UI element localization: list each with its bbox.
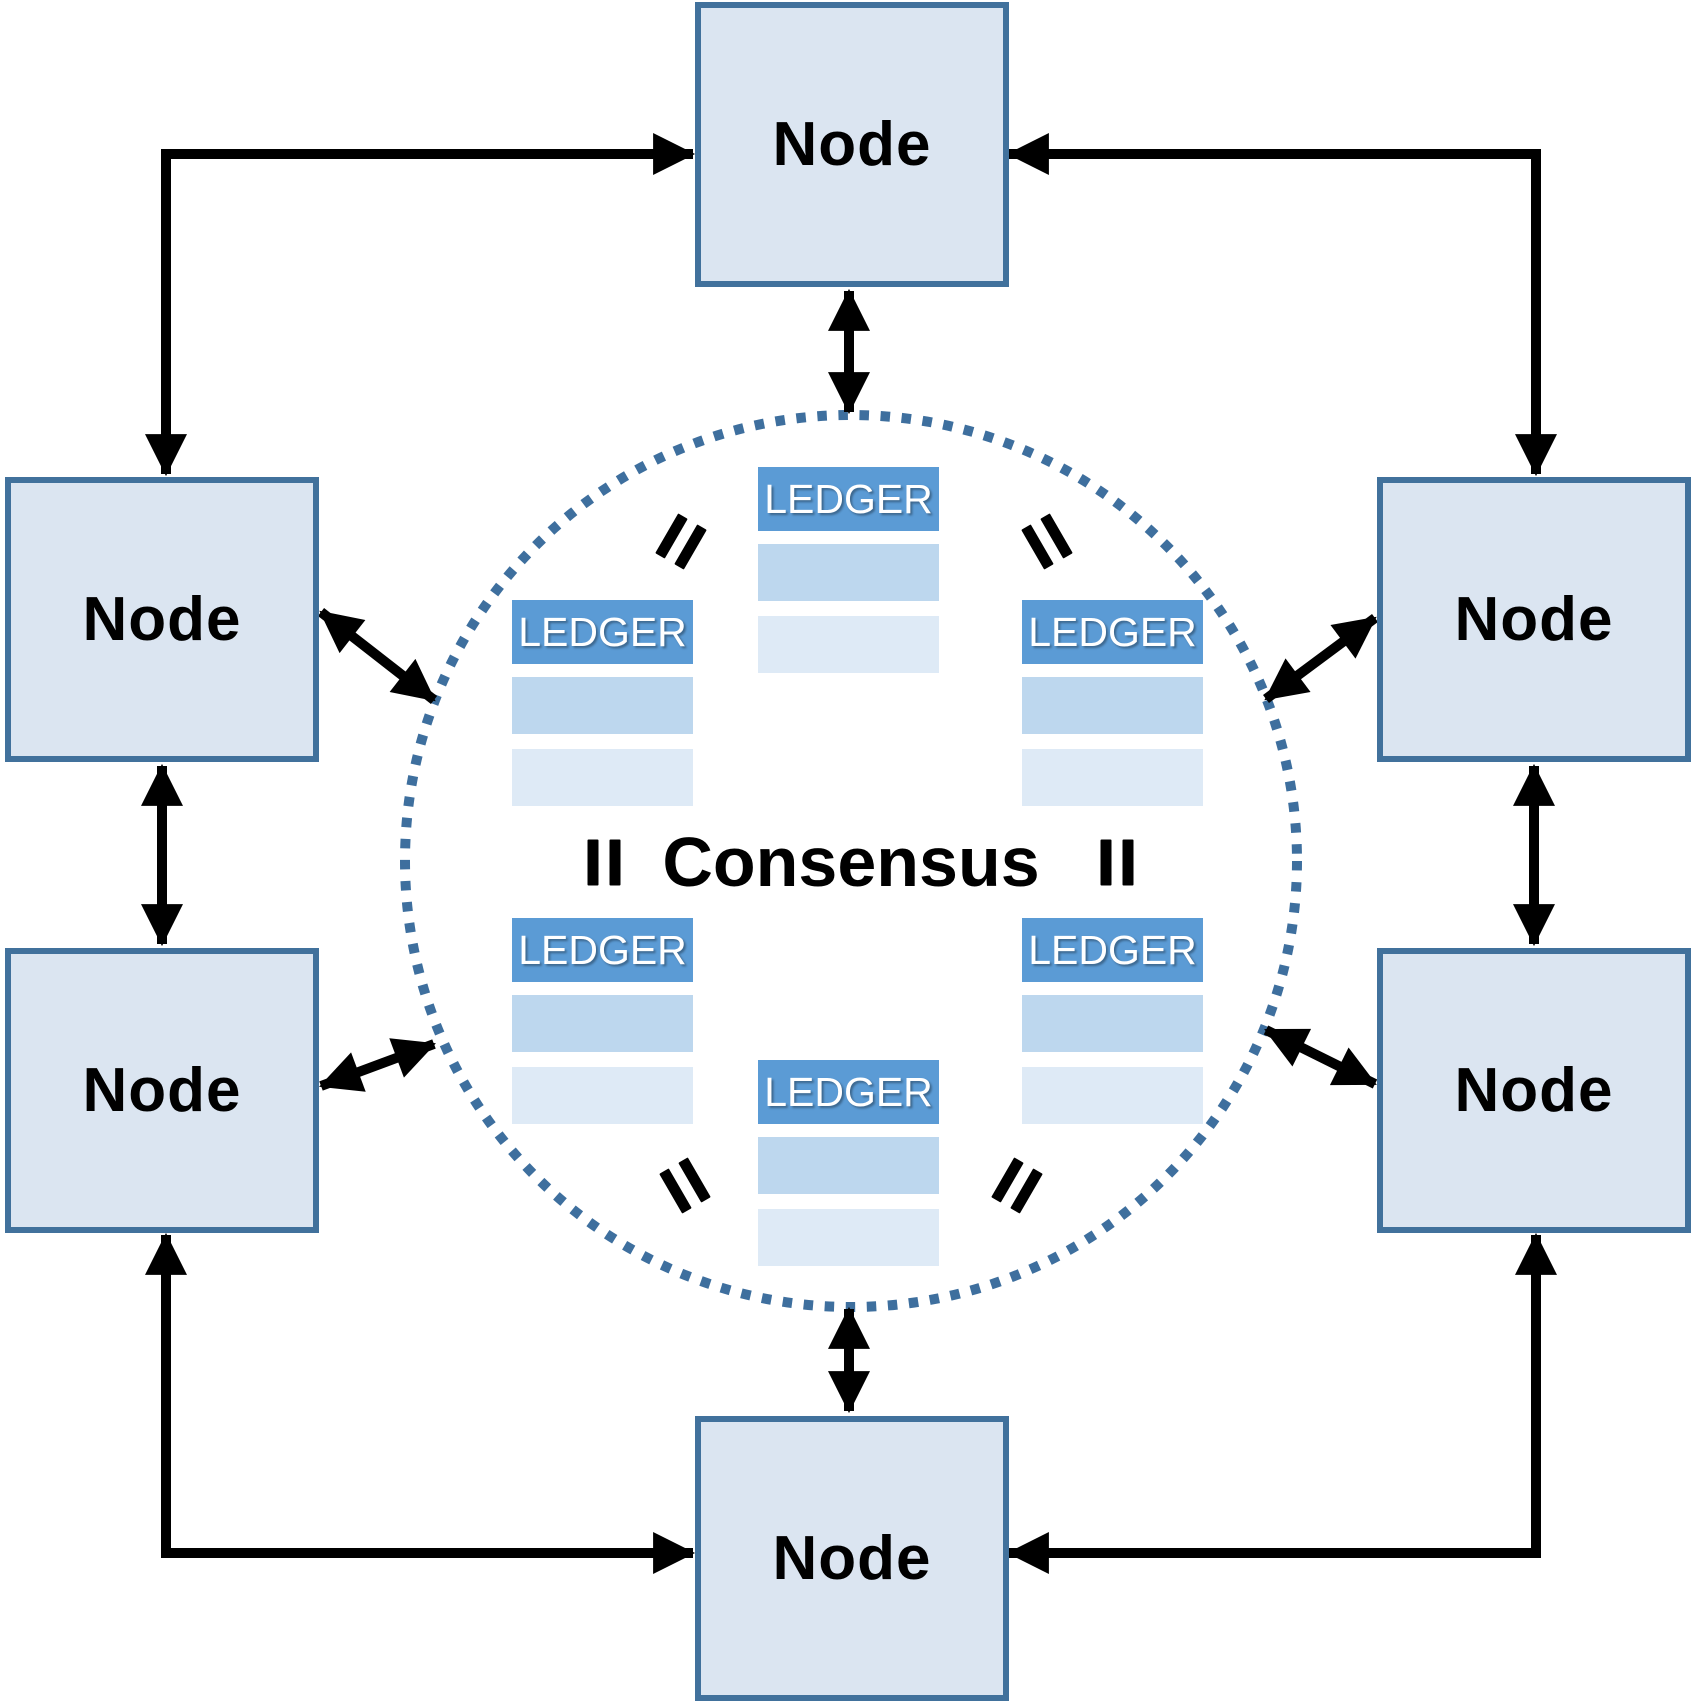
ledger-header: LEDGER: [512, 600, 693, 664]
ledger-header: LEDGER: [1022, 600, 1203, 664]
node-label: Node: [772, 1524, 932, 1593]
ledger-row: [758, 1209, 939, 1266]
node-label: Node: [82, 585, 242, 654]
equals-icon-middle-right: [1100, 839, 1134, 886]
equals-bar: [1100, 839, 1112, 886]
consensus-label: Consensus: [662, 823, 1040, 901]
node-label: Node: [1454, 585, 1614, 654]
ledger-lower-left: LEDGER: [512, 918, 693, 1124]
connector-bottom-left: [145, 1232, 696, 1574]
ledger-header: LEDGER: [1022, 918, 1203, 982]
node-box-top: Node: [695, 2, 1009, 287]
ledger-header: LEDGER: [758, 467, 939, 531]
ledger-row: [512, 749, 693, 806]
node-label: Node: [1454, 1056, 1614, 1125]
ledger-row: [512, 995, 693, 1052]
node-label: Node: [82, 1056, 242, 1125]
arrow-left-upper-circle: [317, 608, 438, 704]
ledger-header: LEDGER: [512, 918, 693, 982]
arrow-right-lower-circle: [1263, 1025, 1378, 1089]
connector-top-left: [145, 133, 696, 477]
arrow-left-lower-circle: [319, 1038, 436, 1092]
ledger-row: [1022, 677, 1203, 734]
equals-bar: [1122, 839, 1134, 886]
node-box-left-lower: Node: [5, 948, 319, 1233]
node-label: Node: [772, 110, 932, 179]
ledger-row: [758, 616, 939, 673]
ledger-row: [1022, 749, 1203, 806]
ledger-row: [512, 1067, 693, 1124]
equals-bar: [587, 839, 599, 886]
ledger-row: [1022, 1067, 1203, 1124]
node-box-right-upper: Node: [1377, 477, 1691, 762]
ledger-header: LEDGER: [758, 1060, 939, 1124]
node-box-left-upper: Node: [5, 477, 319, 762]
node-box-bottom: Node: [695, 1416, 1009, 1701]
node-box-right-lower: Node: [1377, 948, 1691, 1233]
ledger-upper-right: LEDGER: [1022, 600, 1203, 806]
connector-bottom-right: [1006, 1232, 1557, 1574]
ledger-lower-right: LEDGER: [1022, 918, 1203, 1124]
ledger-top-center: LEDGER: [758, 467, 939, 673]
connector-top-right: [1006, 133, 1557, 477]
ledger-row: [758, 1137, 939, 1194]
ledger-upper-left: LEDGER: [512, 600, 693, 806]
ledger-row: [758, 544, 939, 601]
ledger-row: [1022, 995, 1203, 1052]
arrow-right-upper-circle: [1263, 613, 1378, 704]
ledger-row: [512, 677, 693, 734]
ledger-bottom-center: LEDGER: [758, 1060, 939, 1266]
